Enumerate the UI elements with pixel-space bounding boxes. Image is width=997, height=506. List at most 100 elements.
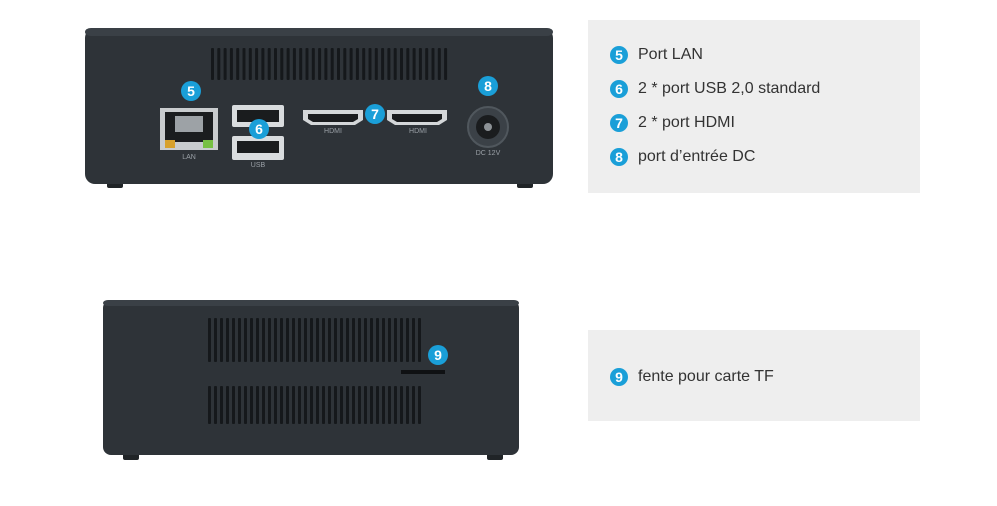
vent-slot xyxy=(418,318,421,362)
svg-text:7: 7 xyxy=(371,106,379,122)
legend-label: 2 * port HDMI xyxy=(638,114,735,131)
hdmi-port-1: HDMI xyxy=(303,110,363,135)
usb-ports: USB xyxy=(232,105,284,169)
vent-slot xyxy=(352,318,355,362)
vent-slot xyxy=(400,318,403,362)
vent-slot xyxy=(274,48,277,80)
legend-badge: 9 xyxy=(610,368,628,386)
vent-slot xyxy=(238,386,241,424)
vent-slot xyxy=(242,48,246,80)
vent-slot xyxy=(250,318,253,362)
device-back-view: LAN USB HDMI HDMI DC 12V xyxy=(85,28,555,190)
hdmi-port-1-label: HDMI xyxy=(324,128,342,135)
vent-slot xyxy=(208,386,211,424)
vent-slot xyxy=(311,48,315,80)
vent-slot xyxy=(267,48,271,80)
dc-port-label: DC 12V xyxy=(476,150,501,157)
hdmi-port-2: HDMI xyxy=(387,110,447,135)
lan-port: LAN xyxy=(160,108,218,161)
vent-slot xyxy=(412,48,416,80)
vent-slot xyxy=(406,386,409,424)
vent-slot xyxy=(362,48,366,80)
vent-slot xyxy=(418,386,421,424)
tf-card-slot xyxy=(401,370,445,374)
badge-9: 9 xyxy=(428,345,448,365)
vent-slot xyxy=(393,48,397,80)
device-side-view: 9 xyxy=(103,300,523,462)
vent-slot xyxy=(304,318,307,362)
vent-slot xyxy=(261,48,265,80)
vent-slot xyxy=(412,318,415,362)
legend-item-dc: 8 port d’entrée DC xyxy=(610,147,755,167)
vent-slot xyxy=(208,318,211,362)
legend-item-hdmi: 7 2 * port HDMI xyxy=(610,113,735,133)
vent-slot xyxy=(316,318,319,362)
vent-slot xyxy=(316,386,319,424)
legend-panel-tf: 9 fente pour carte TF xyxy=(588,330,920,421)
vent-slot xyxy=(340,318,343,362)
vent-slot xyxy=(223,48,227,80)
vent-slot xyxy=(381,48,385,80)
vent-slot xyxy=(328,386,331,424)
hdmi-port-2-label: HDMI xyxy=(409,128,427,135)
vent-slot xyxy=(274,318,277,362)
vent-slot xyxy=(400,48,403,80)
badge-8: 8 xyxy=(478,76,498,96)
lan-port-label: LAN xyxy=(182,154,196,161)
vent-slot xyxy=(292,48,296,80)
vent-slot xyxy=(220,318,223,362)
legend-item-tf: 9 fente pour carte TF xyxy=(610,367,774,387)
vent-slot xyxy=(370,386,373,424)
vent-slot xyxy=(226,318,229,362)
vent-slot xyxy=(322,386,325,424)
vent-slot xyxy=(437,48,441,80)
legend-label: 2 * port USB 2,0 standard xyxy=(638,80,821,97)
legend-item-usb: 6 2 * port USB 2,0 standard xyxy=(610,79,820,99)
vent-slot xyxy=(214,386,217,424)
legend-badge: 5 xyxy=(610,46,628,64)
vent-slot xyxy=(412,386,415,424)
svg-text:9: 9 xyxy=(434,347,442,363)
vent-slot xyxy=(400,386,403,424)
vent-slot xyxy=(310,386,313,424)
usb-port-label: USB xyxy=(251,162,266,169)
legend-badge: 7 xyxy=(610,114,628,132)
legend-label: fente pour carte TF xyxy=(638,368,774,385)
dc-port: DC 12V xyxy=(467,106,509,157)
legend-badge: 8 xyxy=(610,148,628,166)
vent-slot xyxy=(238,318,241,362)
vent-slot xyxy=(299,48,303,80)
vent-slot xyxy=(211,48,214,80)
vent-slot xyxy=(292,318,295,362)
vent-slot xyxy=(334,318,337,362)
badge-6: 6 xyxy=(249,119,269,139)
vent-slot xyxy=(217,48,221,80)
vent-slot xyxy=(394,386,397,424)
vent-slot xyxy=(340,386,343,424)
vent-slot xyxy=(298,386,301,424)
vent-slot xyxy=(349,48,353,80)
svg-text:8: 8 xyxy=(484,78,492,94)
vent-slot xyxy=(382,318,385,362)
vent-slot xyxy=(368,48,372,80)
vent-slot xyxy=(305,48,309,80)
vent-slot xyxy=(358,318,361,362)
legend-badge: 6 xyxy=(610,80,628,98)
vent-slot xyxy=(418,48,422,80)
legend-item-lan: 5 Port LAN xyxy=(610,45,703,65)
vent-slot xyxy=(388,318,391,362)
vent-slot xyxy=(328,318,331,362)
vent-slot xyxy=(236,48,240,80)
vent-slot xyxy=(280,318,283,362)
vent-slot xyxy=(352,386,355,424)
vent-slot xyxy=(226,386,229,424)
legend-label: port d’entrée DC xyxy=(638,148,756,165)
vent-slot xyxy=(370,318,373,362)
vent-slot xyxy=(220,386,223,424)
vent-slot xyxy=(274,386,277,424)
vent-slot xyxy=(244,318,247,362)
vent-slot xyxy=(394,318,397,362)
legend-panel-ports: 5 Port LAN 6 2 * port USB 2,0 standard 7… xyxy=(588,20,920,193)
vent-slot xyxy=(364,386,367,424)
vent-slot xyxy=(250,386,253,424)
